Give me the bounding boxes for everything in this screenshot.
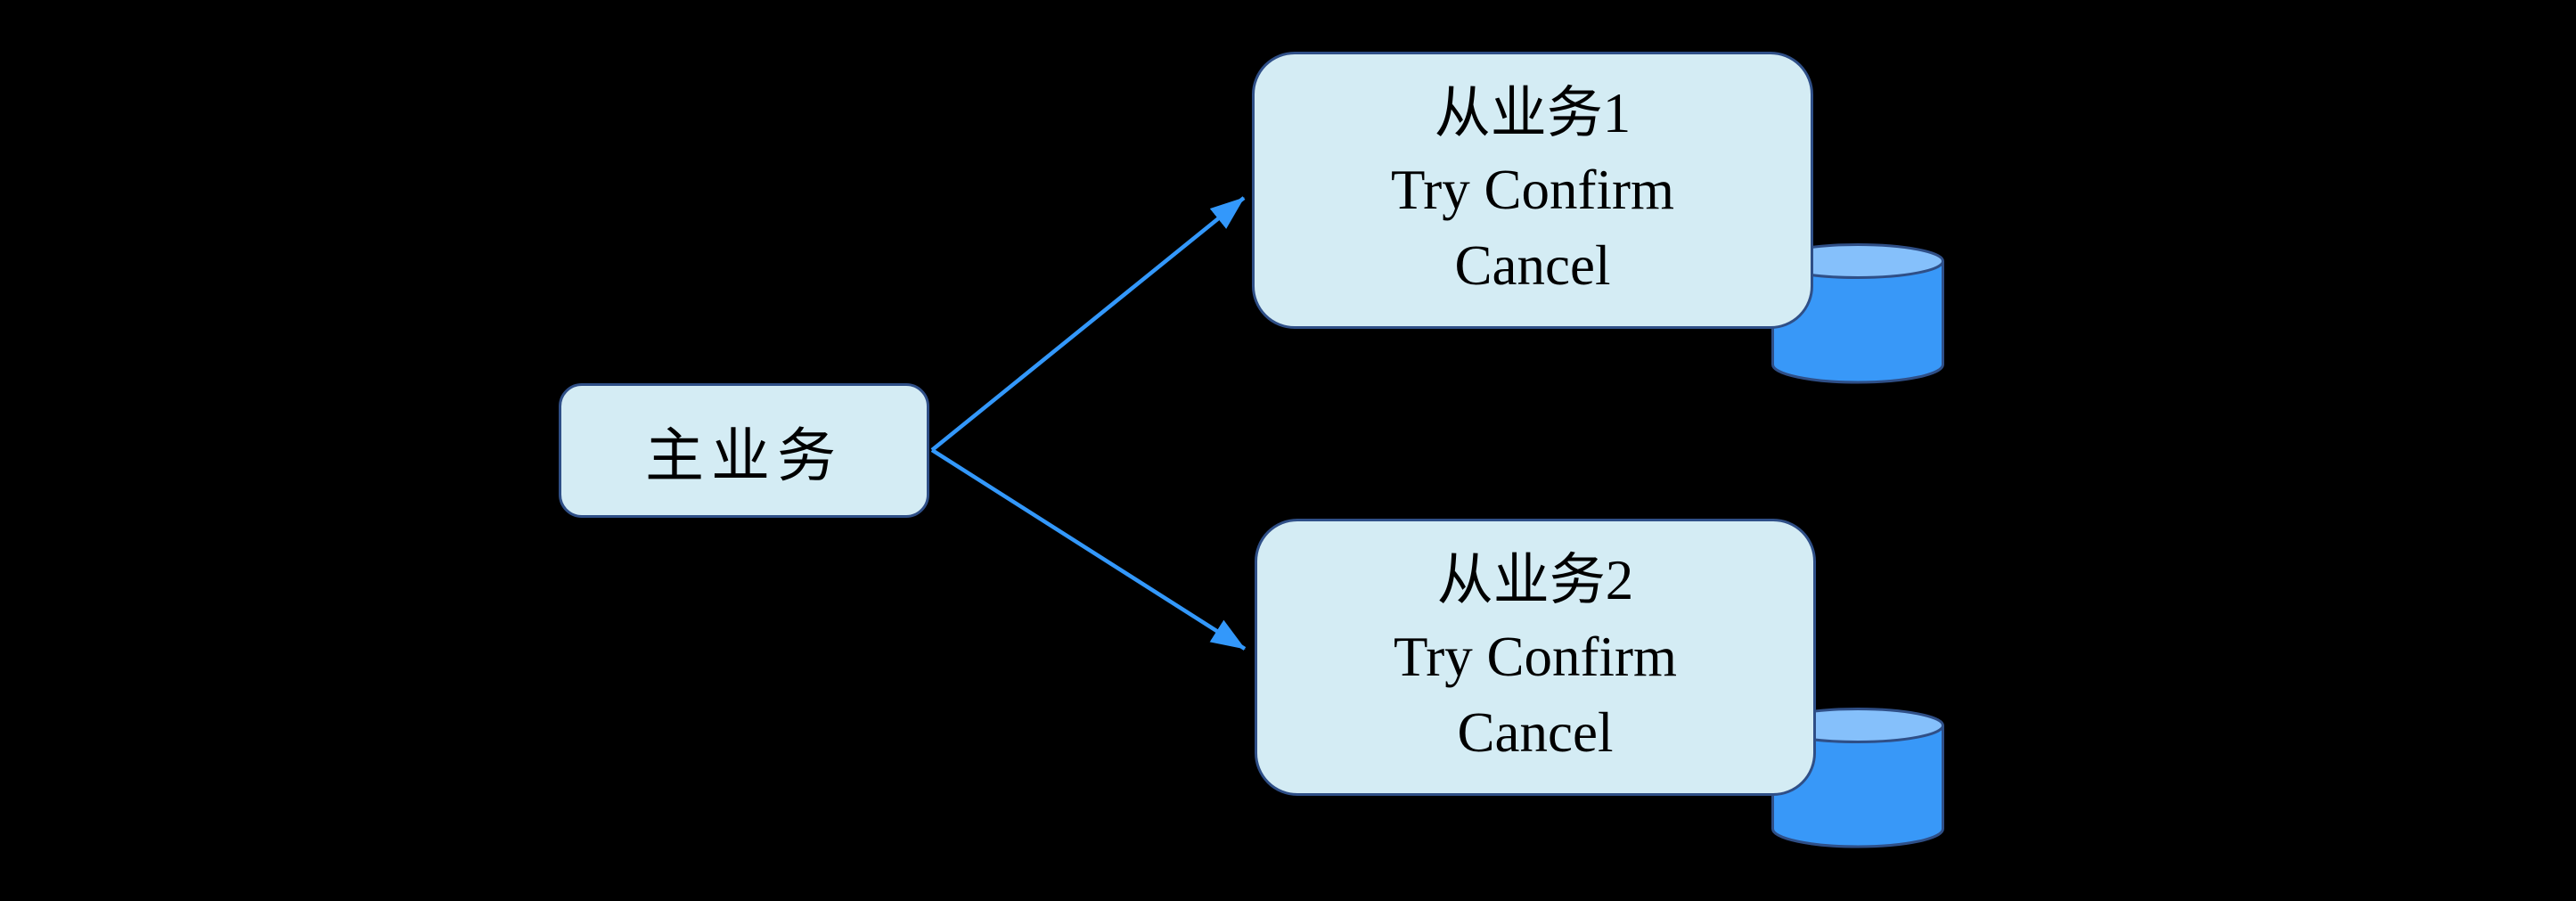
node-secondary-service-2-title: 从业务2 <box>1436 548 1634 611</box>
connector-arrow-main-to-service1 <box>930 196 1246 452</box>
node-secondary-service-2-line2: Try Confirm <box>1394 625 1677 688</box>
node-secondary-service-1-line3: Cancel <box>1454 234 1611 298</box>
node-secondary-service-1: 从业务1 Try Confirm Cancel <box>1252 52 1813 329</box>
node-secondary-service-1-line2: Try Confirm <box>1391 158 1674 221</box>
node-main-service: 主业务 <box>559 383 929 518</box>
node-secondary-service-2-line3: Cancel <box>1457 701 1614 765</box>
database-cylinder-icon-1 <box>1771 243 1944 384</box>
node-secondary-service-1-title: 从业务1 <box>1434 81 1631 144</box>
node-main-service-label: 主业务 <box>645 423 843 489</box>
connector-arrow-main-to-service2 <box>930 448 1247 651</box>
node-secondary-service-2: 从业务2 Try Confirm Cancel <box>1255 519 1816 796</box>
